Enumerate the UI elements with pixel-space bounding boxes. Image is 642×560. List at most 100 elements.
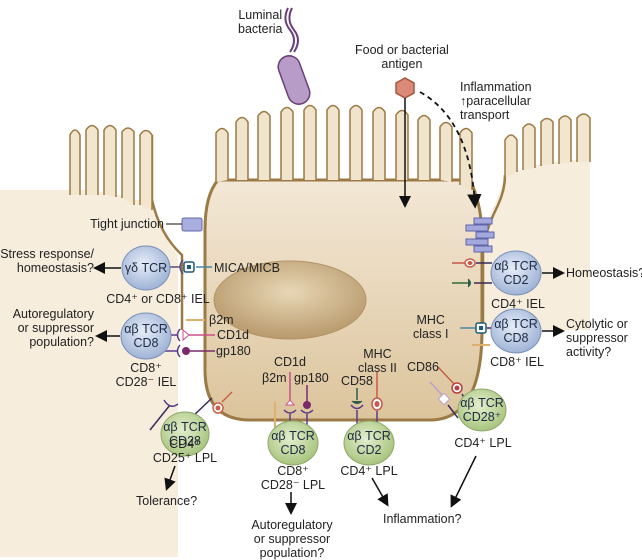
- outcome-line: suppressor: [566, 331, 628, 345]
- cd8-iel-left-outcome: Autoregulatory or suppressor population?: [0, 307, 94, 349]
- cd28-lpl-interaction: [149, 391, 233, 441]
- cd28-lpl-outcome: Tolerance?: [136, 494, 198, 508]
- cd1d-gp180-left-interaction: [165, 319, 215, 358]
- mhc-ii-label: MHC class II: [358, 347, 397, 375]
- gp180-left-label: gp180: [216, 344, 251, 358]
- cd2-iel-outcome: Homeostasis?: [566, 266, 642, 280]
- receptor-line: αβ TCR: [494, 317, 538, 331]
- label-line: ↑paracellular: [460, 94, 531, 108]
- label-line: class II: [358, 361, 397, 375]
- label-line: MHC: [416, 313, 445, 327]
- outcome-line: Cytolytic or: [566, 317, 628, 331]
- receptor-line: CD2: [356, 443, 382, 457]
- cd8-iel-left-receptor: αβ TCR CD8: [121, 322, 171, 350]
- luminal-bacteria-label: Luminal bacteria: [238, 8, 282, 36]
- receptor-line: CD2: [503, 273, 529, 287]
- gd-iel-receptor: γδ TCR: [124, 261, 168, 275]
- subset-line: CD8⁺: [277, 464, 309, 478]
- cd2-lpl-cell: [343, 420, 395, 466]
- label-line: Food or bacterial: [355, 43, 449, 57]
- cd8-lpl-receptor: αβ TCR CD8: [268, 429, 318, 457]
- receptor-line: αβ TCR: [347, 429, 391, 443]
- receptor-line: αβ TCR: [460, 396, 504, 410]
- receptor-line: CD28: [169, 434, 201, 448]
- cd8-iel-right-outcome: Cytolytic or suppressor activity?: [566, 317, 628, 359]
- cd28plus-lpl-receptor: αβ TCR CD28⁺: [458, 396, 506, 424]
- cd1d-gp180-bottom-interaction: [274, 372, 314, 432]
- label-line: Luminal: [238, 8, 283, 22]
- outcome-line: population?: [29, 335, 94, 349]
- inflammation-outcome: Inflammation?: [383, 512, 462, 526]
- cd8-iel-left-cell: [120, 312, 172, 360]
- antigen-label: Food or bacterial antigen: [355, 43, 449, 71]
- cd2-iel-interaction: [452, 258, 492, 288]
- cd86-interaction: [429, 366, 471, 419]
- microvilli: [215, 104, 473, 190]
- cd28-lpl-subset: CD4⁺ CD25⁺ LPL: [145, 437, 225, 465]
- tight-junction-label: Tight junction: [90, 217, 164, 231]
- tight-junction-left: [166, 217, 203, 232]
- label-line: antigen: [381, 57, 423, 71]
- outcome-line: Stress response/: [0, 247, 94, 261]
- label-line: transport: [460, 108, 510, 122]
- subset-line: CD25⁺ LPL: [152, 451, 218, 465]
- tight-junction-right: [465, 217, 495, 253]
- subset-line: CD28⁻ LPL: [260, 478, 326, 492]
- outcome-line: or suppressor: [253, 532, 331, 546]
- cd1d-bottom-label: CD1d: [274, 355, 306, 369]
- cd8-lpl-outcome: Autoregulatory or suppressor population?: [246, 518, 338, 560]
- cd8-iel-right-cell: [490, 308, 542, 354]
- cd28-lpl-cell: [160, 411, 210, 457]
- receptor-line: αβ TCR: [271, 429, 315, 443]
- b2m-bottom-label: β2m: [262, 371, 287, 385]
- mhc-i-label: MHC class I: [413, 313, 448, 341]
- cd28plus-lpl-cell: [457, 388, 507, 432]
- cd58-mhcii-interaction: [350, 372, 383, 425]
- cd2-iel-receptor: αβ TCR CD2: [491, 259, 541, 287]
- cd1d-left-label: CD1d: [217, 328, 249, 342]
- gp180-bottom-label: gp180: [294, 371, 329, 385]
- mica-label: MICA/MICB: [214, 261, 280, 275]
- gd-iel-outcome: Stress response/ homeostasis?: [0, 247, 94, 275]
- cd8-iel-right-receptor: αβ TCR CD8: [491, 317, 541, 345]
- subset-line: CD8⁺: [130, 361, 162, 375]
- cd2-lpl-receptor: αβ TCR CD2: [344, 429, 394, 457]
- cd2-lpl-subset: CD4⁺ LPL: [340, 464, 398, 478]
- antigen-icon: [395, 77, 482, 209]
- cd28-lpl-receptor: αβ TCR CD28: [161, 420, 209, 448]
- outcome-line: activity?: [566, 345, 612, 359]
- cd86-label: CD86: [407, 360, 439, 374]
- inflammation-transport-label: Inflammation ↑paracellular transport: [460, 80, 532, 122]
- outcome-line: homeostasis?: [16, 261, 94, 275]
- b2m-label: β2m: [209, 313, 234, 327]
- receptor-line: αβ TCR: [124, 322, 168, 336]
- label-line: Inflammation: [460, 80, 532, 94]
- cd8-lpl-cell: [267, 420, 319, 466]
- receptor-line: CD8: [503, 331, 529, 345]
- label-line: bacteria: [238, 22, 283, 36]
- label-line: MHC: [363, 347, 392, 361]
- label-line: class I: [413, 327, 449, 341]
- receptor-line: CD28⁺: [462, 410, 502, 424]
- outcome-line: or suppressor: [17, 321, 94, 335]
- cd8-iel-right-subset: CD8⁺ IEL: [490, 355, 544, 369]
- nucleus: [213, 260, 367, 340]
- cd28plus-lpl-subset: CD4⁺ LPL: [454, 436, 512, 450]
- epithelial-cell: [203, 104, 484, 422]
- outcome-arrows: [93, 262, 565, 515]
- gd-iel-cell: [121, 245, 171, 291]
- outcome-line: population?: [259, 546, 325, 560]
- cd8-lpl-subset: CD8⁺ CD28⁻ LPL: [250, 464, 336, 492]
- outcome-line: Autoregulatory: [12, 307, 94, 321]
- left-neighbor-cell: [0, 124, 184, 557]
- receptor-line: CD8: [133, 336, 159, 350]
- subset-line: CD28⁻ IEL: [115, 375, 177, 389]
- cd2-iel-cell: [490, 250, 542, 296]
- gd-iel-subset: CD4⁺ or CD8⁺ IEL: [106, 292, 210, 306]
- outcome-line: Autoregulatory: [251, 518, 333, 532]
- bacterium-icon: [277, 7, 311, 105]
- cd2-iel-subset: CD4⁺ IEL: [491, 297, 545, 311]
- receptor-line: αβ TCR: [163, 420, 207, 434]
- receptor-line: CD8: [280, 443, 306, 457]
